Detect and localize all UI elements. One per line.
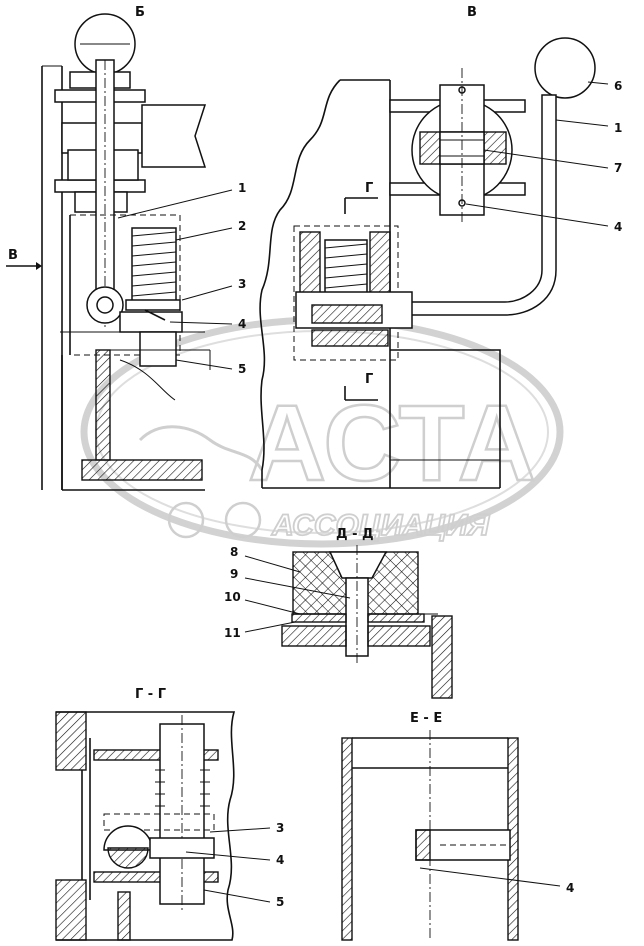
callout-v-1: 1: [614, 121, 622, 135]
watermark-sub: АССОЦИАЦИЯ: [271, 509, 490, 542]
section-g-top: Г: [365, 181, 373, 196]
view-ee: Е - Е 4: [341, 711, 574, 941]
view-gg: Г - Г 3 4 5: [55, 687, 284, 941]
callout-dd-8: 8: [230, 545, 238, 559]
callout-b-4: 4: [238, 317, 246, 331]
callout-dd-10: 10: [224, 590, 241, 604]
watermark: АСТА АССОЦИАЦИЯ: [80, 316, 564, 548]
callout-gg-5: 5: [276, 895, 284, 909]
callout-b-2: 2: [238, 219, 246, 233]
callout-gg-3: 3: [276, 821, 284, 835]
callout-v-6: 6: [614, 79, 622, 93]
callout-dd-11: 11: [224, 626, 241, 640]
callout-b-3: 3: [238, 277, 246, 291]
view-v-title: В: [467, 5, 477, 20]
view-dd: Д - Д 8 9 10 11: [224, 527, 453, 699]
section-g-bottom: Г: [365, 372, 373, 387]
view-v: В Г Г: [259, 5, 622, 489]
callout-dd-9: 9: [230, 567, 238, 581]
watermark-main: АСТА: [248, 382, 536, 503]
view-b-title: Б: [135, 5, 145, 20]
callout-b-1: 1: [238, 181, 246, 195]
callout-gg-4: 4: [276, 853, 284, 867]
view-ee-title: Е - Е: [410, 711, 442, 726]
callout-b-5: 5: [238, 362, 246, 376]
callout-v-4: 4: [614, 220, 622, 234]
callout-v-7: 7: [614, 161, 622, 175]
view-dd-title: Д - Д: [336, 527, 374, 542]
arrow-b-label: В: [8, 248, 18, 263]
view-gg-title: Г - Г: [135, 687, 166, 702]
view-b: Б В: [6, 5, 246, 491]
callout-ee-4: 4: [566, 881, 574, 895]
